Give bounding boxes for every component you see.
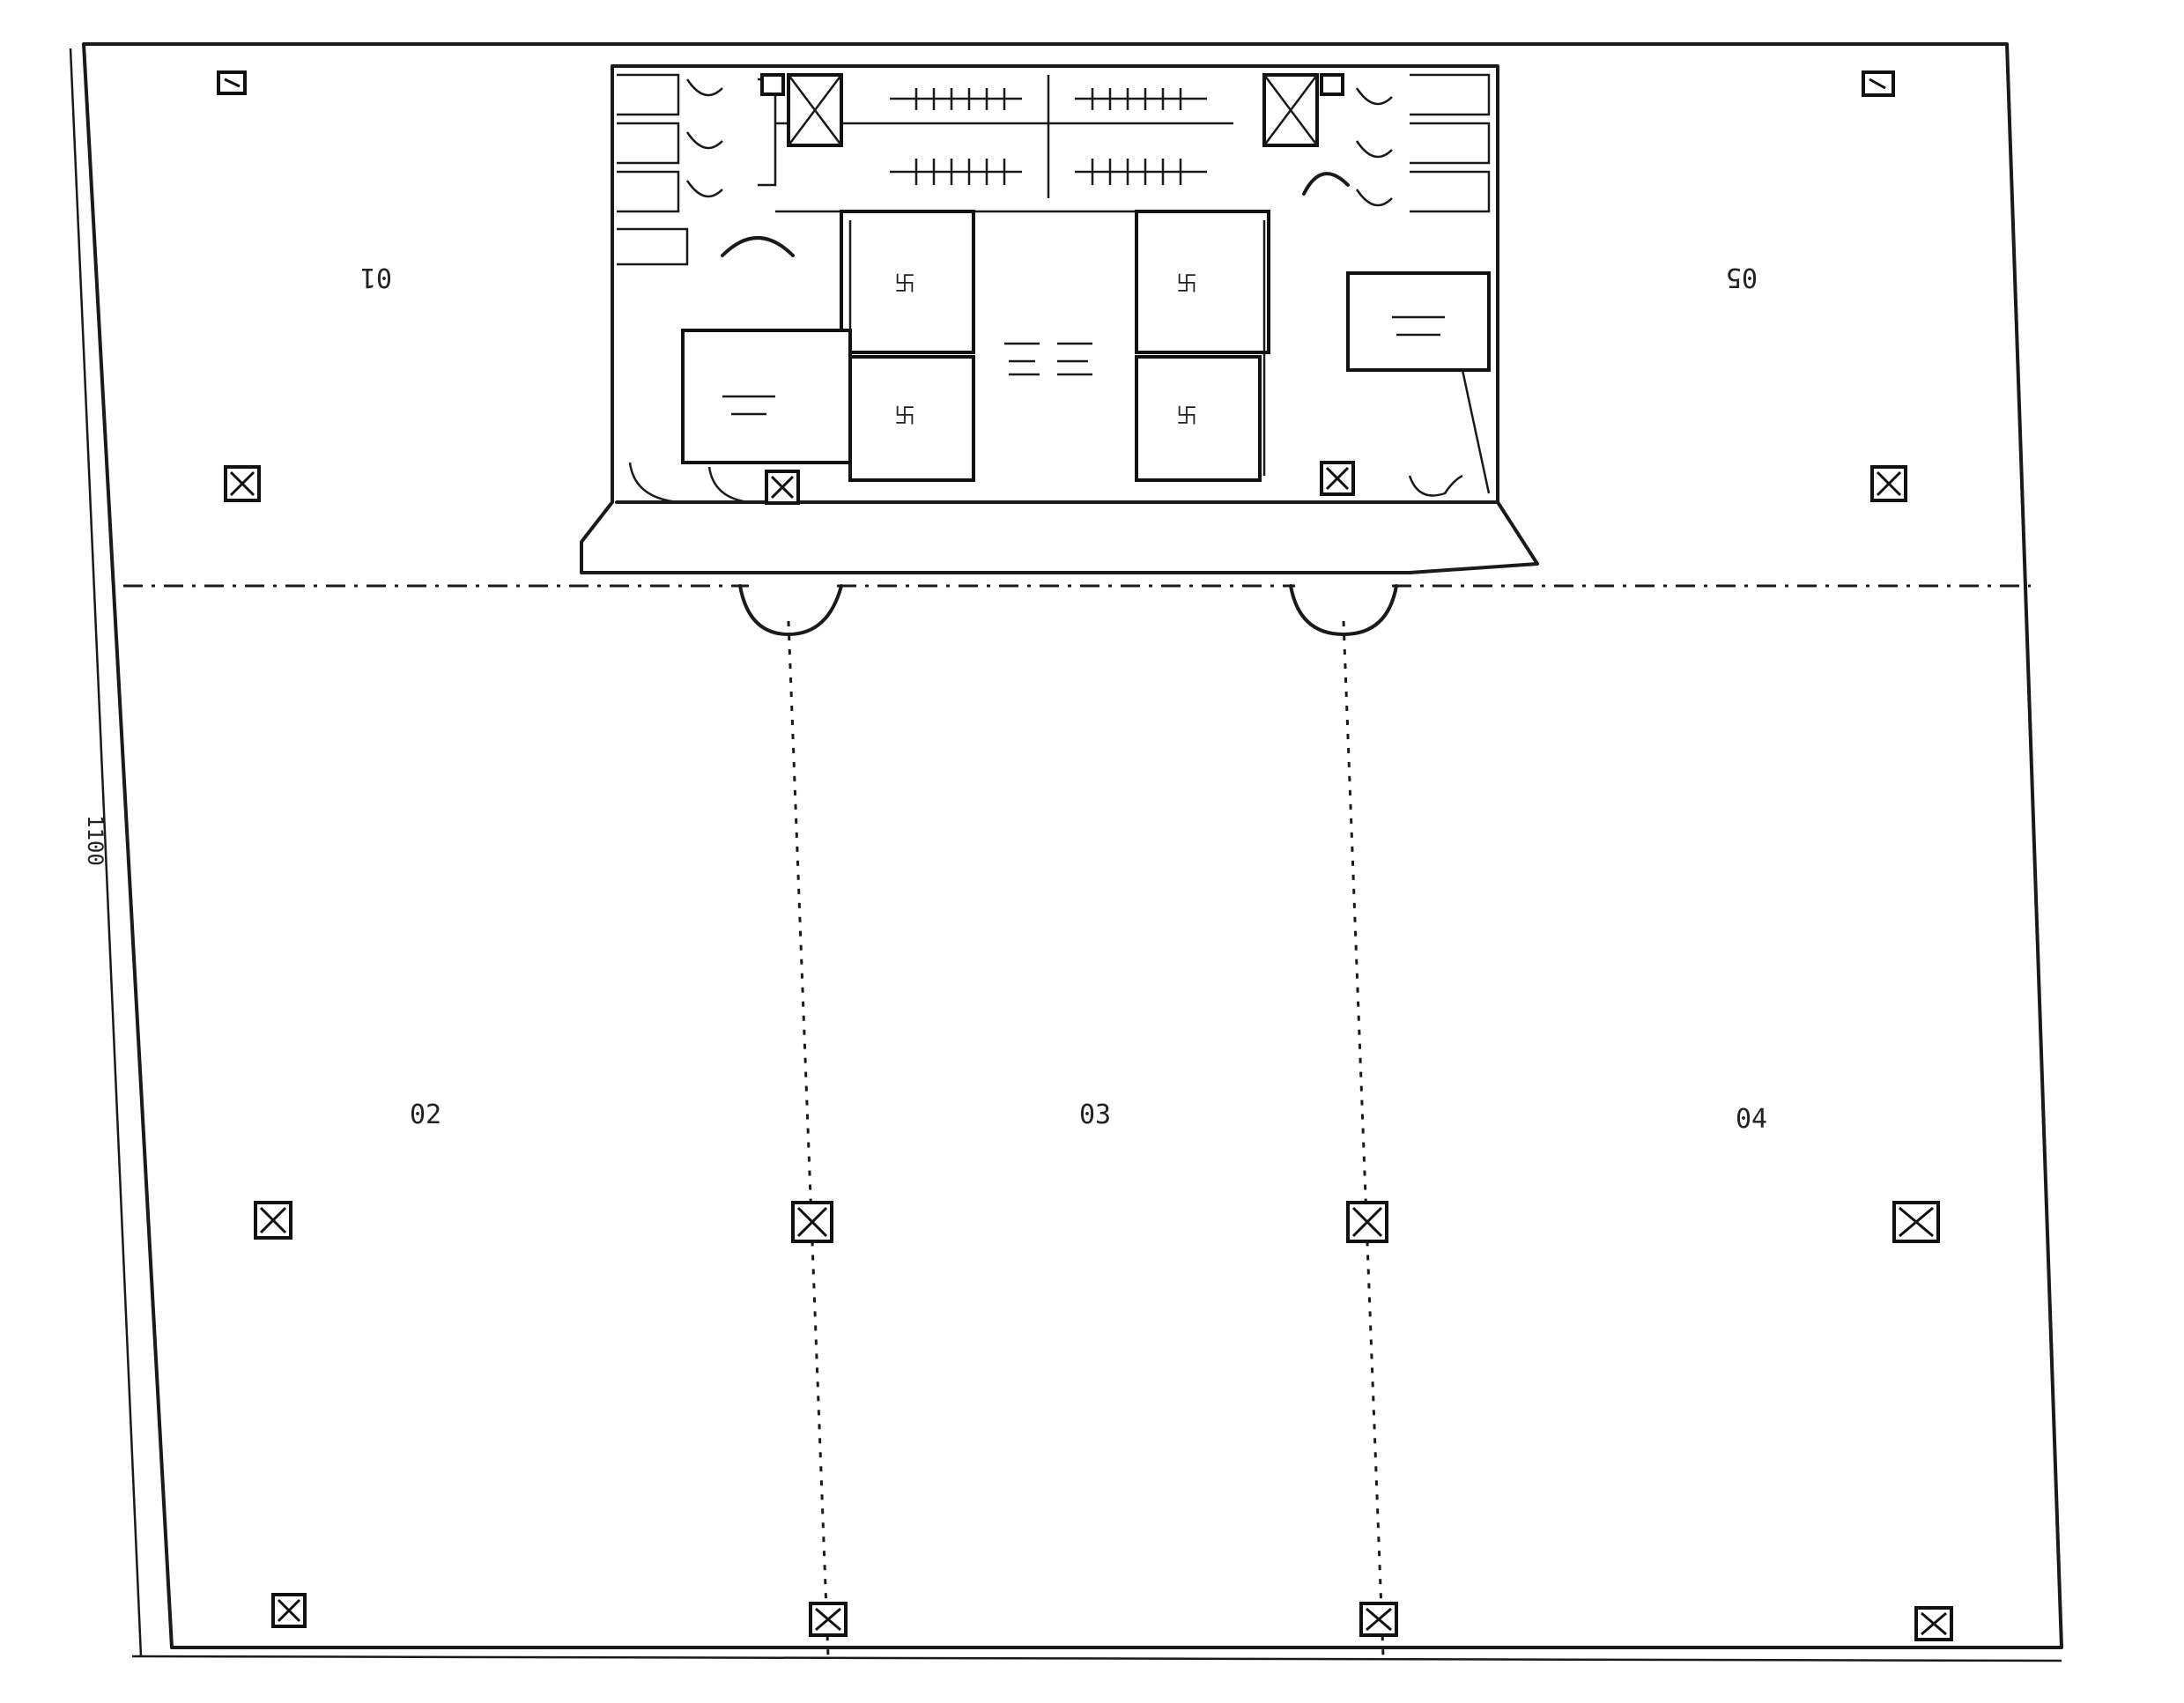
column-c5 (224, 465, 261, 502)
svg-text:卐: 卐 (894, 404, 915, 428)
column-c12 (1892, 1201, 1940, 1243)
restroom-right (1302, 73, 1491, 213)
svg-text:卐: 卐 (894, 271, 915, 296)
unit-division-lines (123, 584, 2031, 1657)
column-c1 (217, 70, 247, 95)
restroom-left (617, 73, 795, 266)
elevator-bank-right: 卐 卐 (1135, 210, 1270, 482)
unit-label-04: 04 (1736, 1104, 1767, 1135)
mechanical-room-right (1346, 271, 1491, 372)
svg-text:卐: 卐 (1176, 404, 1197, 428)
lobby-scribble (1004, 342, 1092, 376)
mechanical-room-left (681, 329, 852, 464)
column-c11 (1346, 1201, 1388, 1243)
unit-label-03: 03 (1079, 1100, 1111, 1130)
stair-treads (890, 88, 1207, 185)
column-c14 (809, 1602, 848, 1637)
column-c13 (271, 1593, 307, 1628)
column-c10 (791, 1201, 833, 1243)
column-c7 (765, 470, 800, 505)
unit-labels: 01 05 02 03 04 1100 (83, 262, 1767, 1135)
column-c16 (1914, 1606, 1953, 1641)
shaft-right (1262, 73, 1319, 147)
column-c15 (1359, 1602, 1398, 1637)
building-outline (69, 42, 2063, 1662)
column-c3 (760, 73, 785, 96)
svg-text:卐: 卐 (1176, 271, 1197, 296)
side-note: 1100 (83, 815, 107, 866)
unit-label-01: 01 (360, 262, 392, 292)
column-c9 (254, 1201, 292, 1240)
column-c2 (1862, 70, 1895, 97)
unit-label-05: 05 (1726, 262, 1758, 292)
column-c4 (1320, 73, 1344, 96)
structural-columns (217, 70, 1953, 1641)
column-c6 (1870, 465, 1907, 502)
elevator-bank-left: 卐 卐 (840, 210, 975, 482)
unit-label-02: 02 (410, 1100, 441, 1130)
column-c8 (1320, 461, 1355, 496)
building-core: 卐 卐 卐 卐 (580, 64, 1539, 636)
shaft-left (787, 73, 843, 147)
